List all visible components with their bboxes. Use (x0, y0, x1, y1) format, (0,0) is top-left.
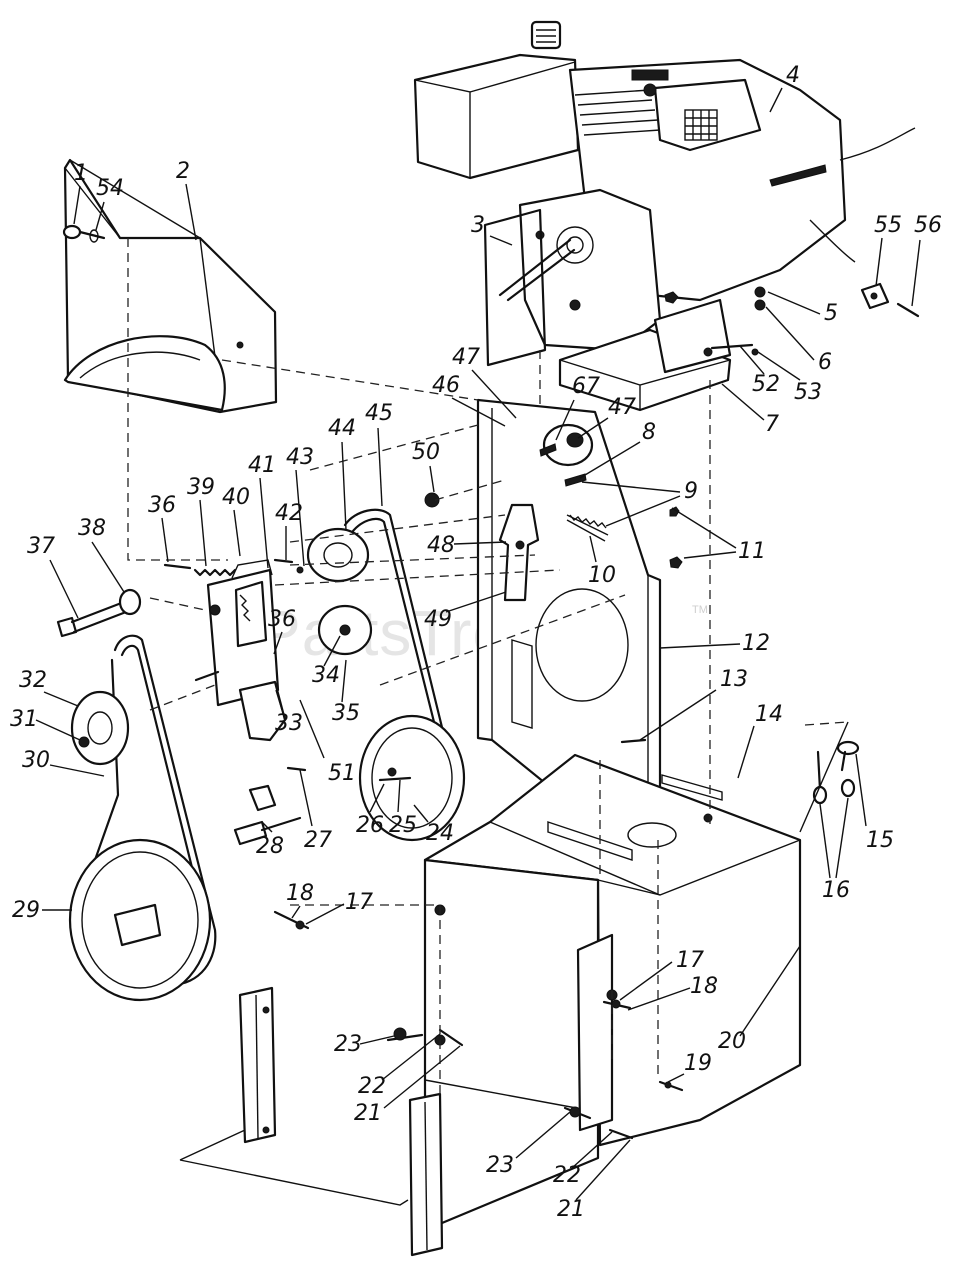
callout-45: 45 (365, 401, 393, 426)
callout-23b: 23 (486, 1153, 514, 1178)
callout-56: 56 (914, 213, 942, 238)
callout-23: 23 (334, 1032, 362, 1057)
callout-4: 4 (786, 63, 800, 88)
engine-plate (483, 208, 547, 367)
callout-6: 6 (818, 350, 832, 375)
callout-13: 13 (720, 667, 748, 692)
side-panel (423, 858, 618, 1230)
shave-plate-hardware (799, 721, 860, 833)
callout-5: 5 (824, 301, 838, 326)
callout-47: 47 (452, 345, 480, 370)
idler-bracket (206, 559, 287, 742)
bolt-37 (56, 588, 142, 638)
watermark-trademark: TM (692, 604, 708, 616)
callout-36: 36 (148, 493, 176, 518)
callout-17b: 17 (676, 948, 704, 973)
cover-screw (62, 224, 106, 243)
callout-18: 18 (286, 881, 314, 906)
engine-hardware (710, 282, 920, 356)
callout-35: 35 (332, 701, 360, 726)
callout-15: 15 (866, 828, 894, 853)
small-hardware (163, 558, 412, 846)
spring (193, 568, 237, 577)
callout-12: 12 (742, 631, 770, 656)
callout-39: 39 (187, 475, 215, 500)
callout-17: 17 (345, 890, 373, 915)
callout-33: 33 (275, 711, 303, 736)
callout-34: 34 (312, 663, 340, 688)
callout-19: 19 (684, 1051, 712, 1076)
callout-43: 43 (286, 445, 314, 470)
callout-50: 50 (412, 440, 440, 465)
callout-38: 38 (78, 516, 106, 541)
callout-44: 44 (328, 416, 356, 441)
callout-22b: 22 (553, 1163, 581, 1188)
skid-hardware (273, 910, 684, 1140)
callout-37: 37 (27, 534, 55, 559)
callout-55: 55 (874, 213, 902, 238)
callout-51: 51 (328, 761, 356, 786)
callout-31: 31 (10, 707, 38, 732)
callout-42: 42 (275, 501, 303, 526)
skid-shoes (238, 986, 444, 1257)
callout-48: 48 (427, 533, 455, 558)
callout-10: 10 (588, 563, 616, 588)
engine-base (558, 298, 732, 412)
engine (413, 20, 916, 352)
callout-29: 29 (12, 898, 40, 923)
callout-52: 52 (752, 372, 780, 397)
callout-24: 24 (426, 821, 454, 846)
callout-14: 14 (755, 702, 783, 727)
callout-26: 26 (356, 813, 384, 838)
assembly-lines (127, 238, 849, 1206)
callout-40: 40 (222, 485, 250, 510)
callout-67: 67 (572, 374, 600, 399)
callout-2: 2 (176, 159, 190, 184)
callout-27: 27 (304, 828, 332, 853)
callout-30: 30 (22, 748, 50, 773)
callout-25: 25 (389, 813, 417, 838)
callout-18b: 18 (690, 974, 718, 999)
callout-54: 54 (96, 176, 124, 201)
callout-8: 8 (642, 420, 656, 445)
drive-belts (68, 508, 466, 1002)
bolt-13 (620, 738, 647, 744)
callout-53: 53 (794, 380, 822, 405)
callout-7: 7 (765, 412, 779, 437)
callout-41: 41 (248, 453, 276, 478)
callout-1: 1 (74, 161, 88, 186)
callout-32: 32 (19, 668, 47, 693)
belt-cover (63, 158, 278, 414)
callout-22: 22 (358, 1074, 386, 1099)
callout-46: 46 (432, 373, 460, 398)
callout-9: 9 (684, 479, 698, 504)
callout-11: 11 (738, 539, 766, 564)
callout-21b: 21 (557, 1197, 585, 1222)
callout-47b: 47 (608, 395, 636, 420)
callout-labels: 1 54 2 3 4 55 56 5 6 52 53 7 47 46 67 47… (10, 63, 942, 1222)
callout-21: 21 (354, 1101, 382, 1126)
callout-28: 28 (256, 834, 284, 859)
callout-36b: 36 (268, 607, 296, 632)
callout-3: 3 (471, 213, 485, 238)
callout-16: 16 (822, 878, 850, 903)
